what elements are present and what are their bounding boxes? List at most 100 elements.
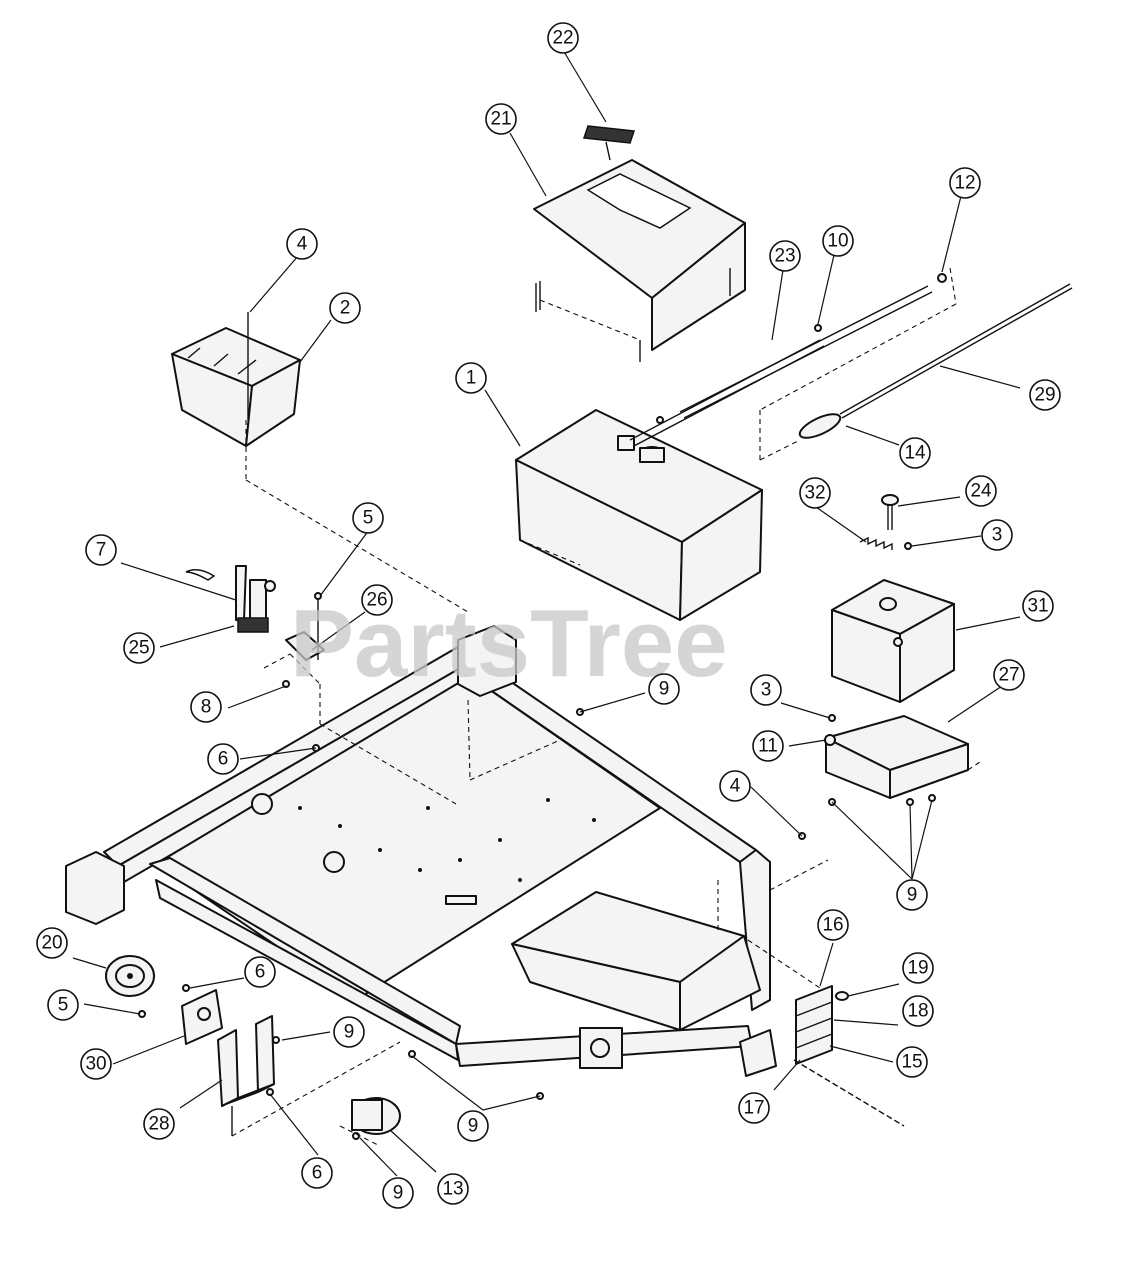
callout: 28 [143,1108,175,1140]
callout: 20 [36,927,68,959]
callout: 7 [85,534,117,566]
callout-label: 4 [297,234,308,255]
part-starter-solenoid [185,565,276,633]
part-bolt-spring [859,494,912,550]
callout: 2 [329,292,361,324]
callout: 9 [457,1110,489,1142]
callout-label: 26 [366,590,387,611]
callout-label: 13 [442,1179,463,1200]
callout-label: 18 [907,1001,928,1022]
callout-label: 23 [774,246,795,267]
callout-label: 4 [730,776,741,797]
callout: 14 [899,437,931,469]
part-battery-tray [831,579,955,703]
callout: 30 [80,1048,112,1080]
callout-label: 2 [340,298,351,319]
callouts: 22 21 12 10 23 4 2 1 29 14 32 24 3 5 7 2… [36,22,1061,1209]
callout-label: 27 [998,665,1019,686]
callout-label: 5 [58,995,69,1016]
callout-label: 6 [255,962,266,983]
callout-label: 14 [904,443,926,464]
callout: 29 [1029,379,1061,411]
part-motor [339,1097,401,1147]
callout-label: 5 [363,508,374,529]
callout-label: 3 [761,680,772,701]
leader-lines [72,49,1021,1177]
callout: 16 [817,909,849,941]
part-dipstick-filter [759,283,1073,461]
callout-label: 9 [907,885,918,906]
callout-label: 3 [992,525,1003,546]
callout: 31 [1022,590,1054,622]
callout: 11 [752,730,784,762]
callout-label: 9 [344,1022,355,1043]
callout: 9 [896,879,928,911]
part-hitch-assembly [739,985,905,1127]
callout: 8 [190,691,222,723]
callout: 6 [301,1157,333,1189]
callout: 4 [286,228,318,260]
callout: 4 [719,770,751,802]
callout-label: 31 [1027,596,1048,617]
callout: 3 [981,519,1013,551]
callout: 6 [244,956,276,988]
callout: 6 [207,743,239,775]
part-decal [582,125,636,161]
callout: 19 [902,952,934,984]
callout: 24 [965,475,997,507]
callout-label: 29 [1034,385,1055,406]
callout: 26 [361,584,393,616]
callout: 1 [455,362,487,394]
part-mount-bracket [824,714,981,806]
callout-label: 28 [148,1114,169,1135]
callout-label: 30 [85,1054,106,1075]
part-fuel-lines [629,267,957,447]
callout: 15 [896,1046,928,1078]
callout-label: 15 [901,1052,922,1073]
callout-label: 16 [822,915,843,936]
callout: 27 [993,659,1025,691]
part-fuel-tank [515,409,763,621]
callout-label: 1 [466,368,477,389]
callout: 21 [485,103,517,135]
callout: 5 [47,989,79,1021]
callout: 9 [382,1177,414,1209]
callout-label: 9 [468,1116,479,1137]
part-pulley [105,955,223,1045]
callout-label: 9 [659,679,670,700]
callout-label: 19 [907,958,928,979]
callout-label: 7 [96,540,107,561]
callout: 13 [437,1173,469,1205]
callout-label: 10 [827,231,848,252]
callout-label: 24 [970,481,992,502]
callout: 9 [648,673,680,705]
callout-label: 32 [804,483,825,504]
callout: 5 [352,502,384,534]
part-main-frame [65,625,771,1069]
callout-label: 25 [128,638,149,659]
callout: 17 [738,1092,770,1124]
callout-label: 6 [312,1163,323,1184]
callout: 9 [333,1016,365,1048]
callout: 22 [547,22,579,54]
part-u-bracket [217,1015,401,1137]
callout: 18 [902,995,934,1027]
callout-label: 20 [41,933,62,954]
callout-label: 22 [552,28,573,49]
callout-label: 9 [393,1183,404,1204]
part-battery-box [171,312,301,480]
callout: 23 [769,240,801,272]
part-deck-housing [511,880,821,1031]
callout-label: 21 [490,109,511,130]
callout-label: 11 [758,736,778,757]
callout-label: 17 [743,1098,764,1119]
callout-label: 12 [954,173,975,194]
callout: 25 [123,632,155,664]
callout: 32 [799,477,831,509]
callout-label: 8 [201,697,212,718]
callout: 10 [822,225,854,257]
callout: 3 [750,674,782,706]
callout: 12 [949,167,981,199]
callout-label: 6 [218,749,229,770]
